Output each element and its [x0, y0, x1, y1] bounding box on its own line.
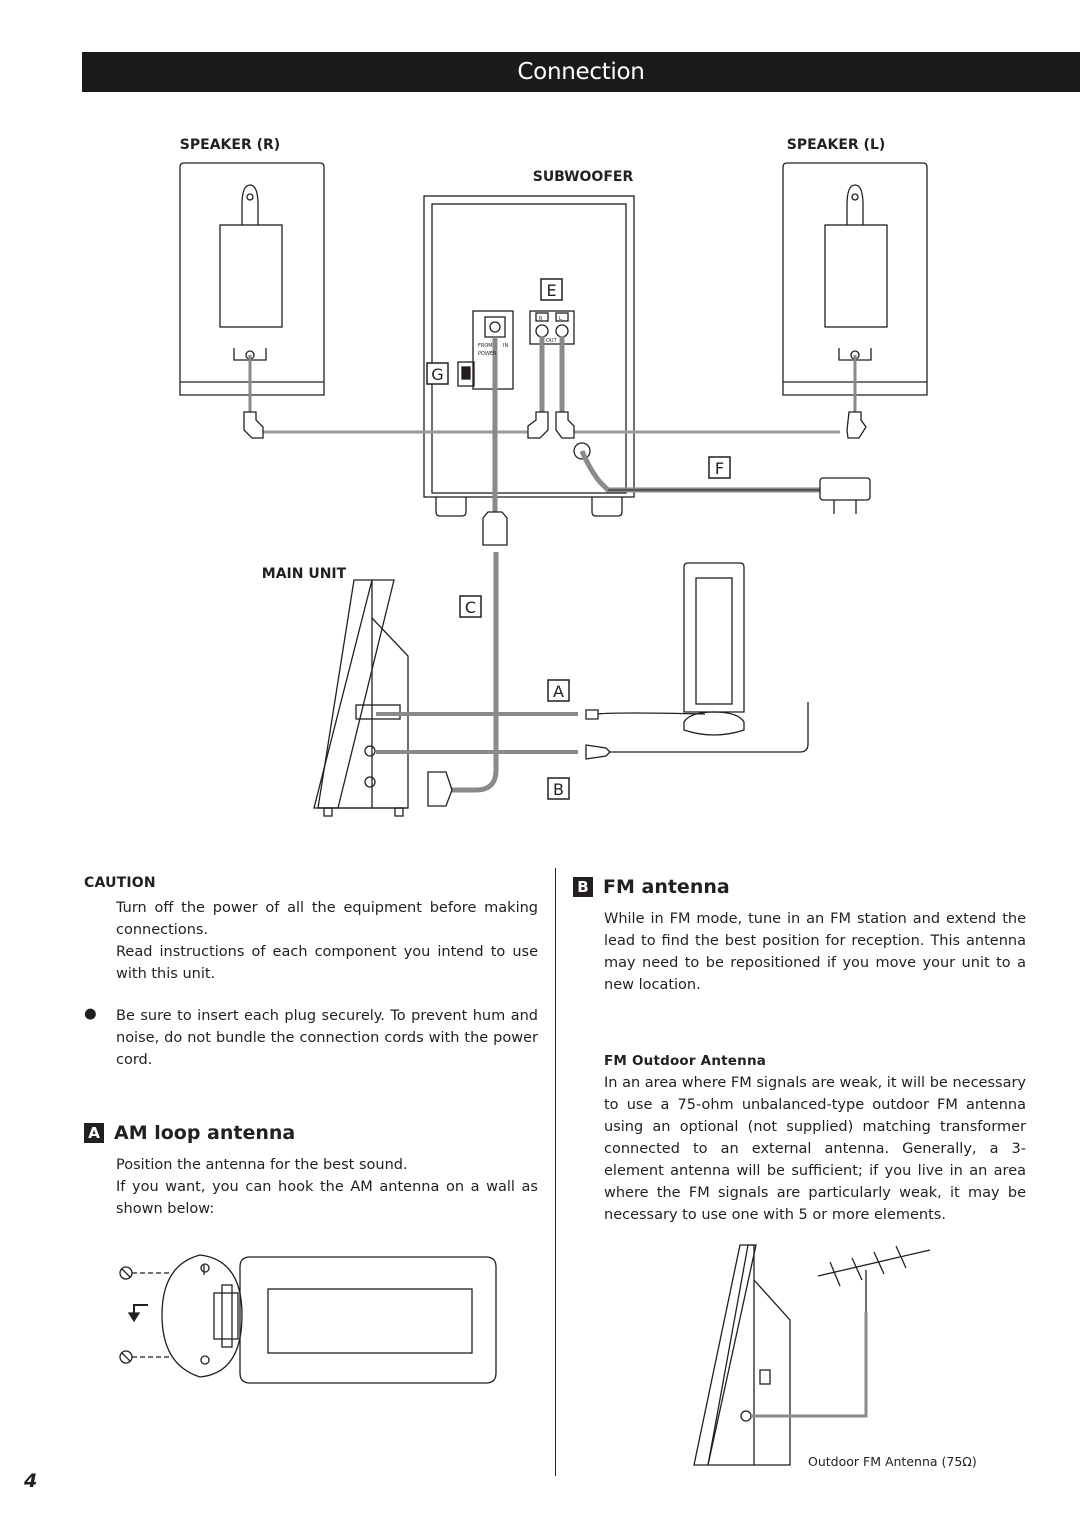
power-cord [579, 450, 871, 514]
fm-badge: B [573, 877, 593, 897]
r-text: R [539, 316, 543, 322]
fm-outdoor-antenna-figure [693, 1244, 931, 1466]
out-text: OUT [546, 338, 558, 344]
marker-g: G [426, 362, 449, 385]
subwoofer-label: SUBWOOFER [533, 169, 634, 185]
speaker-r-drawing [179, 162, 325, 396]
antenna-leads [376, 702, 809, 760]
speaker-cable [243, 336, 867, 439]
fm-section-heading: B FM antenna [573, 876, 730, 898]
caution-heading: CAUTION [84, 875, 156, 891]
caution-bullet-text: Be sure to insert each plug securely. To… [116, 1008, 538, 1068]
speaker-l-label: SPEAKER (L) [787, 137, 886, 153]
main-unit-label: MAIN UNIT [262, 566, 347, 582]
svg-text:C: C [465, 598, 476, 617]
caution-text-2: Read instructions of each component you … [116, 944, 538, 982]
am-badge: A [84, 1123, 104, 1143]
page-number: 4 [24, 1470, 38, 1492]
main-unit-drawing [313, 579, 409, 817]
fm-outdoor-heading: FM Outdoor Antenna [604, 1053, 767, 1069]
am-heading-text: AM loop antenna [114, 1122, 296, 1144]
from-text: FROM [478, 343, 493, 349]
connection-diagram: SPEAKER (R) SPEAKER (L) SUBWOOFER MAIN U… [179, 137, 928, 817]
am-loop-antenna-drawing [683, 562, 745, 736]
am-text-2: If you want, you can hook the AM antenna… [116, 1179, 538, 1217]
marker-f: F [708, 456, 731, 479]
am-text-1: Position the antenna for the best sound. [116, 1157, 408, 1173]
svg-text:F: F [715, 459, 724, 478]
l-text: L [559, 316, 562, 322]
svg-text:B: B [553, 780, 564, 799]
marker-b: B [547, 777, 570, 800]
speaker-r-label: SPEAKER (R) [180, 137, 280, 153]
fm-heading-text: FM antenna [603, 876, 730, 898]
marker-a: A [547, 679, 570, 702]
page-title: Connection [517, 59, 645, 85]
am-section-heading: A AM loop antenna [84, 1122, 295, 1144]
subwoofer-drawing [423, 195, 635, 517]
caution-text-1: Turn off the power of all the equipment … [116, 900, 538, 938]
marker-e: E [540, 278, 563, 301]
power-text: POWER [478, 351, 497, 357]
fm-text-2: In an area where FM signals are weak, it… [604, 1075, 1026, 1223]
title-bar: Connection [82, 52, 1080, 92]
column-divider [555, 868, 556, 1476]
am-wall-mount-figure [119, 1254, 497, 1384]
fm-outdoor-caption: Outdoor FM Antenna (75Ω) [808, 1454, 977, 1469]
in-text: IN [503, 343, 508, 349]
marker-c: C [459, 595, 482, 618]
svg-text:E: E [546, 281, 556, 300]
fm-text-1: While in FM mode, tune in an FM station … [604, 911, 1026, 993]
svg-text:G: G [431, 365, 443, 384]
bullet-icon: ● [84, 1006, 97, 1022]
system-cable [427, 337, 508, 807]
svg-text:A: A [553, 682, 564, 701]
